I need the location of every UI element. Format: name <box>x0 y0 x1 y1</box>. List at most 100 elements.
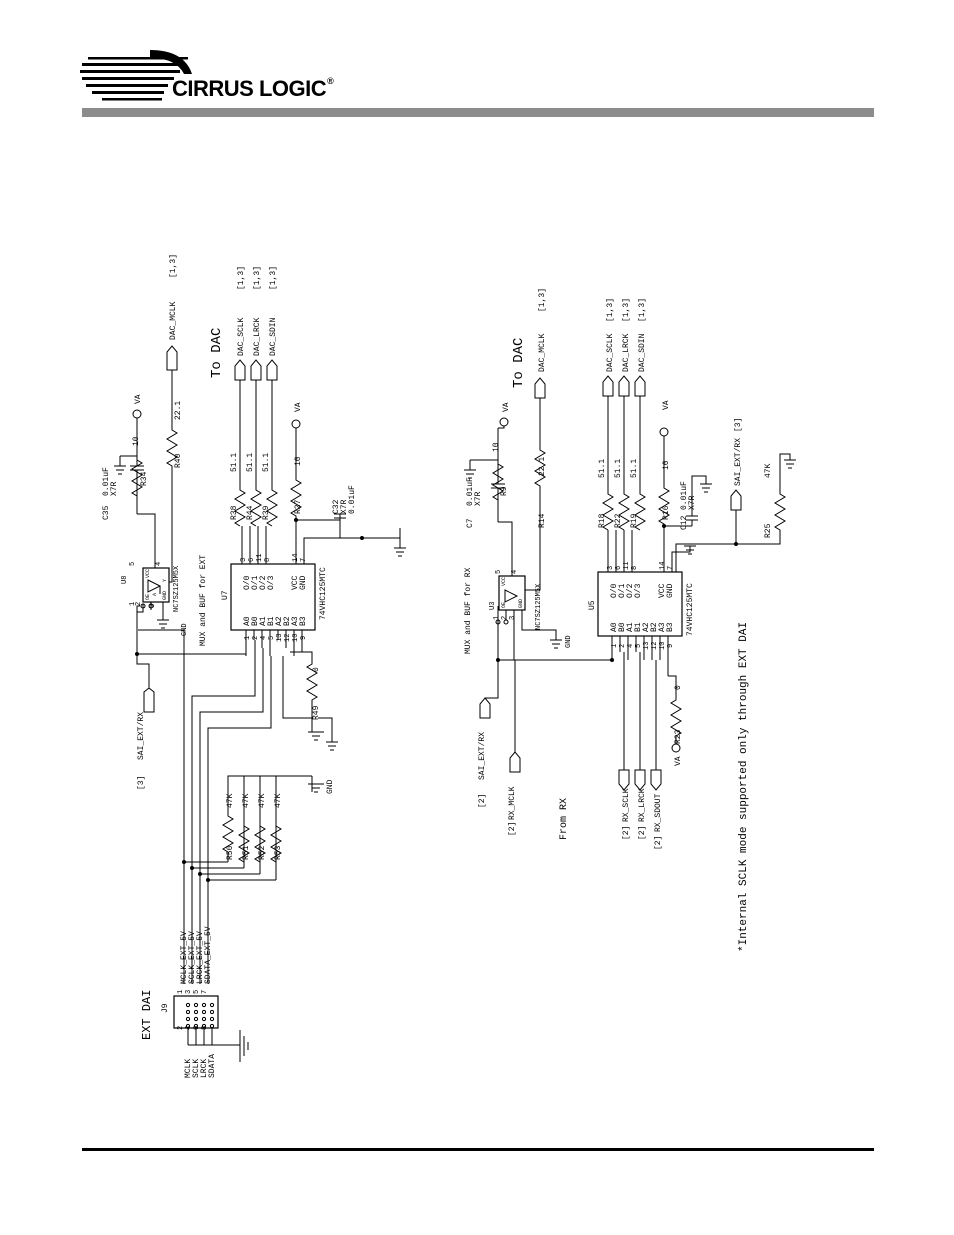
svg-text:47K: 47K <box>258 793 267 808</box>
net-sclk-ext <box>191 640 256 984</box>
svg-text:O/2: O/2 <box>626 583 635 598</box>
svg-text:47K: 47K <box>226 793 235 808</box>
svg-text:OE: OE <box>501 602 507 608</box>
svg-text:RX_SDOUT: RX_SDOUT <box>654 793 663 832</box>
net-lrck-ext <box>199 648 264 984</box>
svg-text:7: 7 <box>201 990 209 994</box>
svg-text:R16: R16 <box>662 505 671 520</box>
svg-text:A1: A1 <box>626 622 635 632</box>
svg-text:DAC_MCLK: DAC_MCLK <box>169 301 178 340</box>
svg-text:O/3: O/3 <box>634 583 643 598</box>
svg-text:LRCK: LRCK <box>200 1059 209 1078</box>
sclk-note: *Internal SCLK mode supported only throu… <box>738 622 750 952</box>
footer-rule <box>82 1148 874 1151</box>
mux-caption-ext: MUX and BUF for EXT <box>199 555 208 646</box>
svg-text:R18: R18 <box>598 513 607 528</box>
svg-text:4: 4 <box>185 1026 193 1030</box>
to-dac-title-top: To DAC <box>209 328 225 378</box>
u5-left-pin-numbers: 1 2 4 5 13 12 10 9 <box>611 642 675 650</box>
svg-text:DAC_SCLK: DAC_SCLK <box>606 333 615 372</box>
svg-text:51.1: 51.1 <box>262 453 271 472</box>
svg-text:A1: A1 <box>259 616 268 626</box>
svg-text:5: 5 <box>268 636 276 640</box>
from-rx: From RX <box>559 798 570 840</box>
svg-text:12: 12 <box>651 642 659 650</box>
c12-cap <box>664 475 712 572</box>
svg-text:VA: VA <box>662 400 671 410</box>
svg-text:DAC_SDIN: DAC_SDIN <box>269 317 278 356</box>
rx-input-lines <box>623 652 657 770</box>
svg-text:O/2: O/2 <box>259 575 268 590</box>
va-terminal <box>132 409 142 419</box>
svg-text:5: 5 <box>495 570 503 574</box>
svg-text:GND: GND <box>565 635 573 648</box>
svg-text:A: A <box>152 593 158 596</box>
svg-text:DAC_LRCK: DAC_LRCK <box>622 333 631 372</box>
svg-text:C32: C32 <box>332 499 341 514</box>
svg-text:0.01uF: 0.01uF <box>348 485 357 514</box>
svg-text:O/0: O/0 <box>243 575 252 590</box>
svg-text:R51: R51 <box>242 845 251 860</box>
svg-text:VCC: VCC <box>658 583 667 598</box>
svg-text:47K: 47K <box>242 793 251 808</box>
svg-text:2: 2 <box>252 636 260 640</box>
svg-text:X7R: X7R <box>474 491 483 506</box>
svg-text:R39: R39 <box>262 505 271 520</box>
svg-text:O/1: O/1 <box>618 583 627 598</box>
u7-body <box>230 563 316 631</box>
net-mclk-ext <box>138 629 185 984</box>
svg-text:10: 10 <box>294 456 303 466</box>
connector-left-wires <box>187 1028 249 1062</box>
top-circuit: EXT DAI J9 2 4 6 8 1 3 5 7 MCLK SCLK LRC… <box>102 254 406 1078</box>
svg-text:11: 11 <box>256 554 264 562</box>
svg-text:47K: 47K <box>764 463 773 478</box>
svg-text:10: 10 <box>662 460 671 470</box>
svg-text:B2: B2 <box>283 616 292 626</box>
dac-mclk-port <box>166 345 178 371</box>
svg-text:[2]: [2] <box>638 826 647 840</box>
svg-text:DAC_MCLK: DAC_MCLK <box>538 333 547 372</box>
svg-text:VCC: VCC <box>291 575 300 590</box>
dac-mclk-port-2 <box>534 377 546 399</box>
svg-text:R23: R23 <box>674 729 683 744</box>
u5-left-pin-names: A0 B0 A1 B1 A2 B2 A3 B3 <box>610 622 675 632</box>
svg-text:R50: R50 <box>226 845 235 860</box>
svg-text:NC7SZ125M5X: NC7SZ125M5X <box>535 583 543 630</box>
connector-pins <box>185 1002 215 1029</box>
svg-text:R34: R34 <box>140 471 149 486</box>
svg-text:47K: 47K <box>274 793 283 808</box>
svg-text:1: 1 <box>129 602 137 606</box>
svg-text:4: 4 <box>627 644 635 648</box>
svg-text:C7: C7 <box>466 518 475 528</box>
svg-text:3: 3 <box>509 616 517 620</box>
svg-text:8: 8 <box>631 566 639 570</box>
svg-text:R49: R49 <box>312 705 321 720</box>
svg-text:VCC: VCC <box>145 569 151 578</box>
svg-text:A2: A2 <box>642 622 651 632</box>
svg-text:R25: R25 <box>764 523 773 538</box>
u5-body <box>597 571 683 637</box>
svg-text:1: 1 <box>611 644 619 648</box>
r49-resistor <box>282 651 338 751</box>
svg-text:B3: B3 <box>299 616 308 626</box>
svg-text:A3: A3 <box>291 616 300 626</box>
svg-text:U3: U3 <box>489 602 497 610</box>
svg-text:DAC_LRCK: DAC_LRCK <box>253 317 262 356</box>
svg-text:2: 2 <box>501 616 509 620</box>
r40-resistor <box>166 370 178 560</box>
svg-text:C35: C35 <box>102 505 111 520</box>
va-terminal-2 <box>291 419 301 429</box>
svg-text:VCC: VCC <box>501 577 507 586</box>
svg-text:[1,3]: [1,3] <box>237 266 246 290</box>
svg-text:51.1: 51.1 <box>598 459 607 478</box>
svg-text:0: 0 <box>312 667 321 672</box>
svg-text:B2: B2 <box>650 622 659 632</box>
svg-text:9: 9 <box>667 644 675 648</box>
svg-text:3: 3 <box>185 990 193 994</box>
svg-text:RX_LRCK: RX_LRCK <box>638 788 647 822</box>
header-rule <box>82 108 874 117</box>
svg-text:B3: B3 <box>666 622 675 632</box>
svg-text:X7R: X7R <box>110 481 119 496</box>
svg-text:1: 1 <box>177 990 185 994</box>
